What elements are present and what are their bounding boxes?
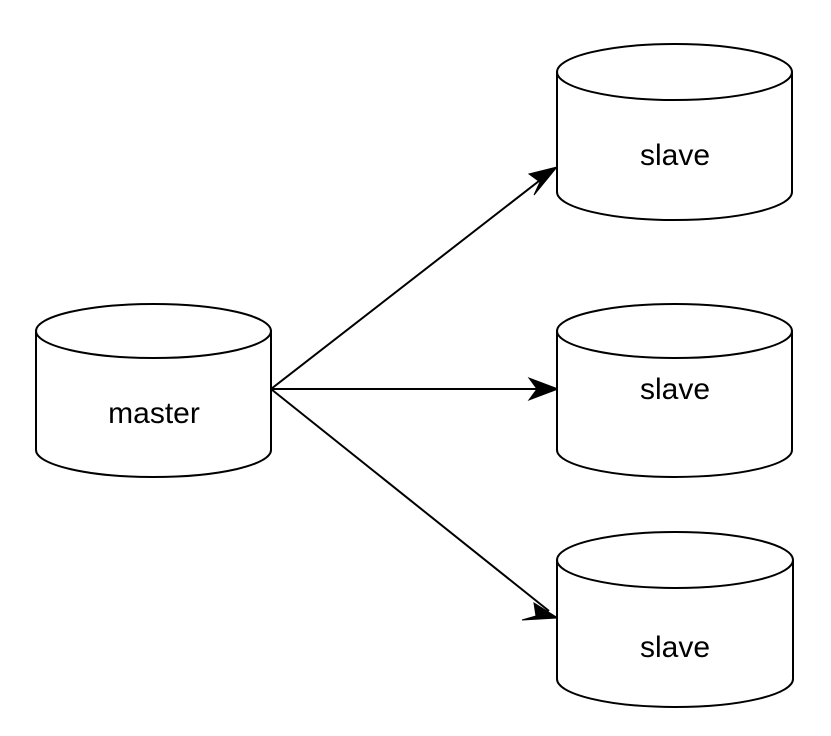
node-slave-2[interactable]: slave — [556, 303, 793, 478]
arrowhead-icon — [521, 601, 560, 621]
arrowhead-icon — [527, 166, 559, 196]
node-label-slave-3: slave — [640, 631, 710, 664]
cylinder-body — [556, 330, 793, 478]
edge-master-to-slave-3[interactable] — [270, 388, 560, 621]
node-label-slave-2: slave — [640, 373, 710, 406]
edge-master-to-slave-1[interactable] — [270, 166, 559, 390]
node-label-slave-1: slave — [640, 139, 710, 172]
edge-line — [270, 173, 549, 390]
nodes-layer: master slave slave slave — [35, 43, 794, 708]
cylinder-body — [35, 330, 272, 478]
edges-layer — [270, 166, 560, 621]
node-slave-3[interactable]: slave — [556, 531, 794, 708]
node-master[interactable]: master — [35, 303, 272, 478]
edge-master-to-slave-2[interactable] — [271, 376, 560, 402]
node-label-master: master — [108, 397, 200, 430]
cylinder-top — [556, 43, 793, 101]
cylinder-top — [556, 531, 794, 589]
arrowhead-icon — [527, 376, 560, 402]
cylinder-body — [556, 559, 794, 708]
edge-line — [270, 388, 550, 612]
cylinder-top — [35, 303, 272, 359]
cylinder-top — [556, 303, 793, 359]
node-slave-1[interactable]: slave — [556, 43, 793, 221]
cylinder-body — [556, 71, 793, 221]
